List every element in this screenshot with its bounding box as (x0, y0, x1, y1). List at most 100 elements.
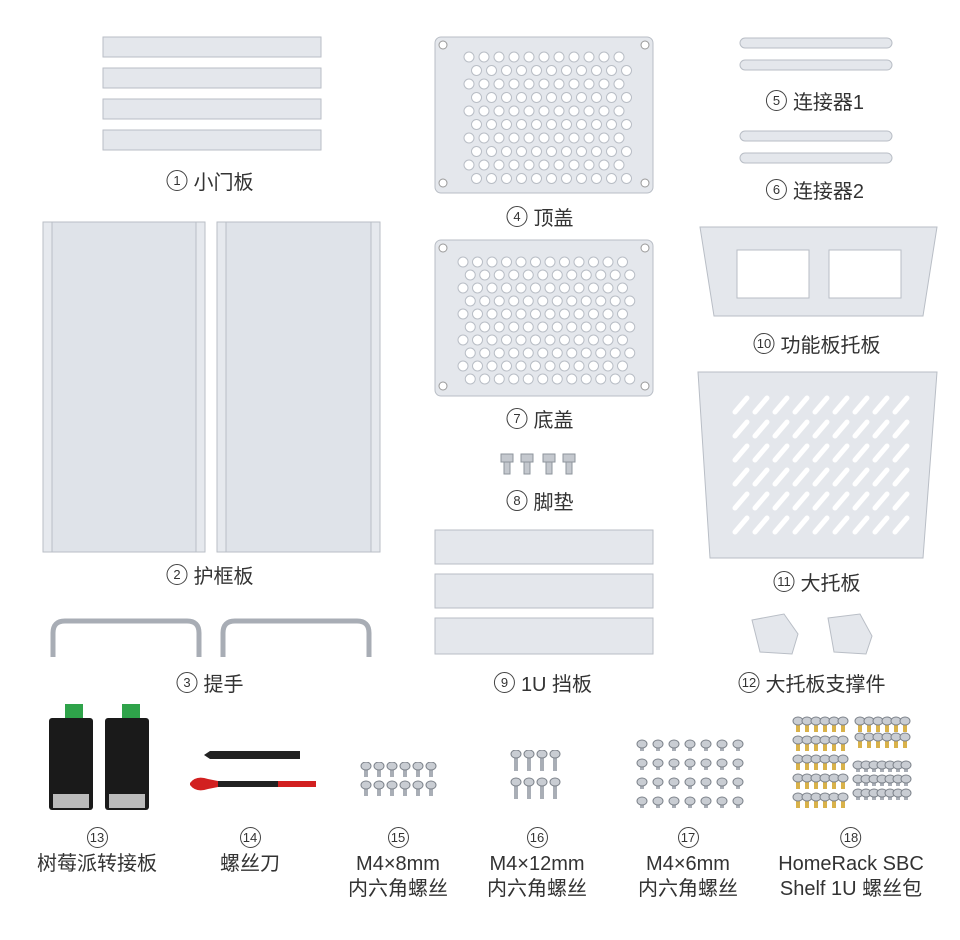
screw-head (425, 780, 437, 790)
vent-slot (812, 419, 830, 439)
vent-hole (624, 269, 636, 281)
vent-hole (591, 173, 602, 184)
vent-hole (515, 308, 527, 320)
vent-hole (598, 51, 610, 63)
vent-hole (516, 173, 527, 184)
screw-head (732, 796, 744, 806)
number-badge: 17 (677, 827, 699, 848)
vent-slot (892, 395, 910, 415)
screw-shank (858, 738, 862, 748)
vent-hole (566, 347, 578, 359)
screw-head (386, 780, 398, 790)
vent-hole (508, 347, 520, 359)
vent-hole (559, 360, 570, 372)
vent-hole (531, 146, 542, 157)
screw-head (700, 796, 712, 806)
vent-hole (523, 132, 535, 144)
vent-slot (852, 443, 870, 463)
vent-hole (508, 321, 520, 333)
screw-shank (814, 741, 818, 751)
screw-shank (390, 767, 394, 777)
mount-hole (438, 178, 448, 188)
screw-head (716, 796, 728, 806)
screw-shank (876, 722, 880, 732)
vent-hole (508, 269, 520, 281)
mount-hole (640, 381, 650, 391)
number-badge: 7 (506, 408, 528, 429)
raspberry-pi-adapter-boards-image (49, 704, 149, 810)
vent-hole (583, 132, 595, 144)
vent-hole (553, 78, 565, 90)
vent-hole (602, 334, 614, 346)
screw-shank (832, 798, 836, 808)
screw-shank (832, 760, 836, 770)
vent-slot (732, 395, 750, 415)
vent-hole (486, 119, 497, 130)
screw-shank (796, 760, 800, 770)
vent-slot (772, 443, 790, 463)
vent-slot (752, 419, 770, 439)
screw-shank (841, 741, 845, 751)
vent-hole (591, 92, 602, 103)
screw-head (716, 739, 728, 749)
screw-kit-image (792, 716, 912, 808)
screw-shank (841, 798, 845, 808)
vent-hole (479, 321, 491, 333)
vent-hole (463, 78, 475, 90)
vent-hole (617, 282, 628, 294)
screw-shank (416, 786, 420, 796)
vent-hole (624, 295, 636, 307)
screw-shank (805, 741, 809, 751)
vent-slot (892, 515, 910, 535)
vent-hole (568, 78, 580, 90)
vent-hole (559, 282, 570, 294)
vent-hole (573, 334, 585, 346)
screw-shank (364, 767, 368, 777)
vent-hole (551, 373, 563, 385)
vent-hole (472, 334, 483, 346)
vent-hole (457, 308, 469, 320)
vent-hole (472, 282, 483, 294)
screw-shank (377, 767, 381, 777)
vent-slot (752, 467, 770, 487)
vent-hole (478, 51, 490, 63)
vent-hole (588, 360, 599, 372)
vent-hole (573, 360, 585, 372)
screw-shank (377, 786, 381, 796)
screw-shank (832, 741, 836, 751)
screw-head (837, 735, 849, 745)
screw-head (399, 780, 411, 790)
vent-hole (544, 360, 556, 372)
frame-panels-image (42, 221, 381, 553)
screw-shank (885, 738, 889, 748)
vent-hole (568, 51, 580, 63)
screw-head (684, 739, 696, 749)
vent-hole (530, 256, 541, 268)
screw-head (716, 758, 728, 768)
vent-hole (551, 269, 563, 281)
vent-hole (530, 334, 541, 346)
vent-hole (508, 132, 520, 144)
vent-hole (573, 308, 585, 320)
vent-hole (538, 78, 550, 90)
screw-head (536, 750, 548, 759)
screw-head (732, 739, 744, 749)
part-name: 功能板托板 (780, 335, 881, 357)
screw-shank (429, 767, 433, 777)
vent-hole (471, 65, 482, 76)
vent-hole (553, 159, 565, 171)
screw-shank (814, 798, 818, 808)
screw-shank (540, 783, 544, 799)
screw-head (700, 739, 712, 749)
screw-head (732, 758, 744, 768)
vent-hole (501, 92, 512, 103)
vent-hole (538, 51, 550, 63)
large-tray-brackets-image (751, 613, 873, 655)
screw-shank (814, 722, 818, 732)
screw-head (425, 762, 437, 771)
